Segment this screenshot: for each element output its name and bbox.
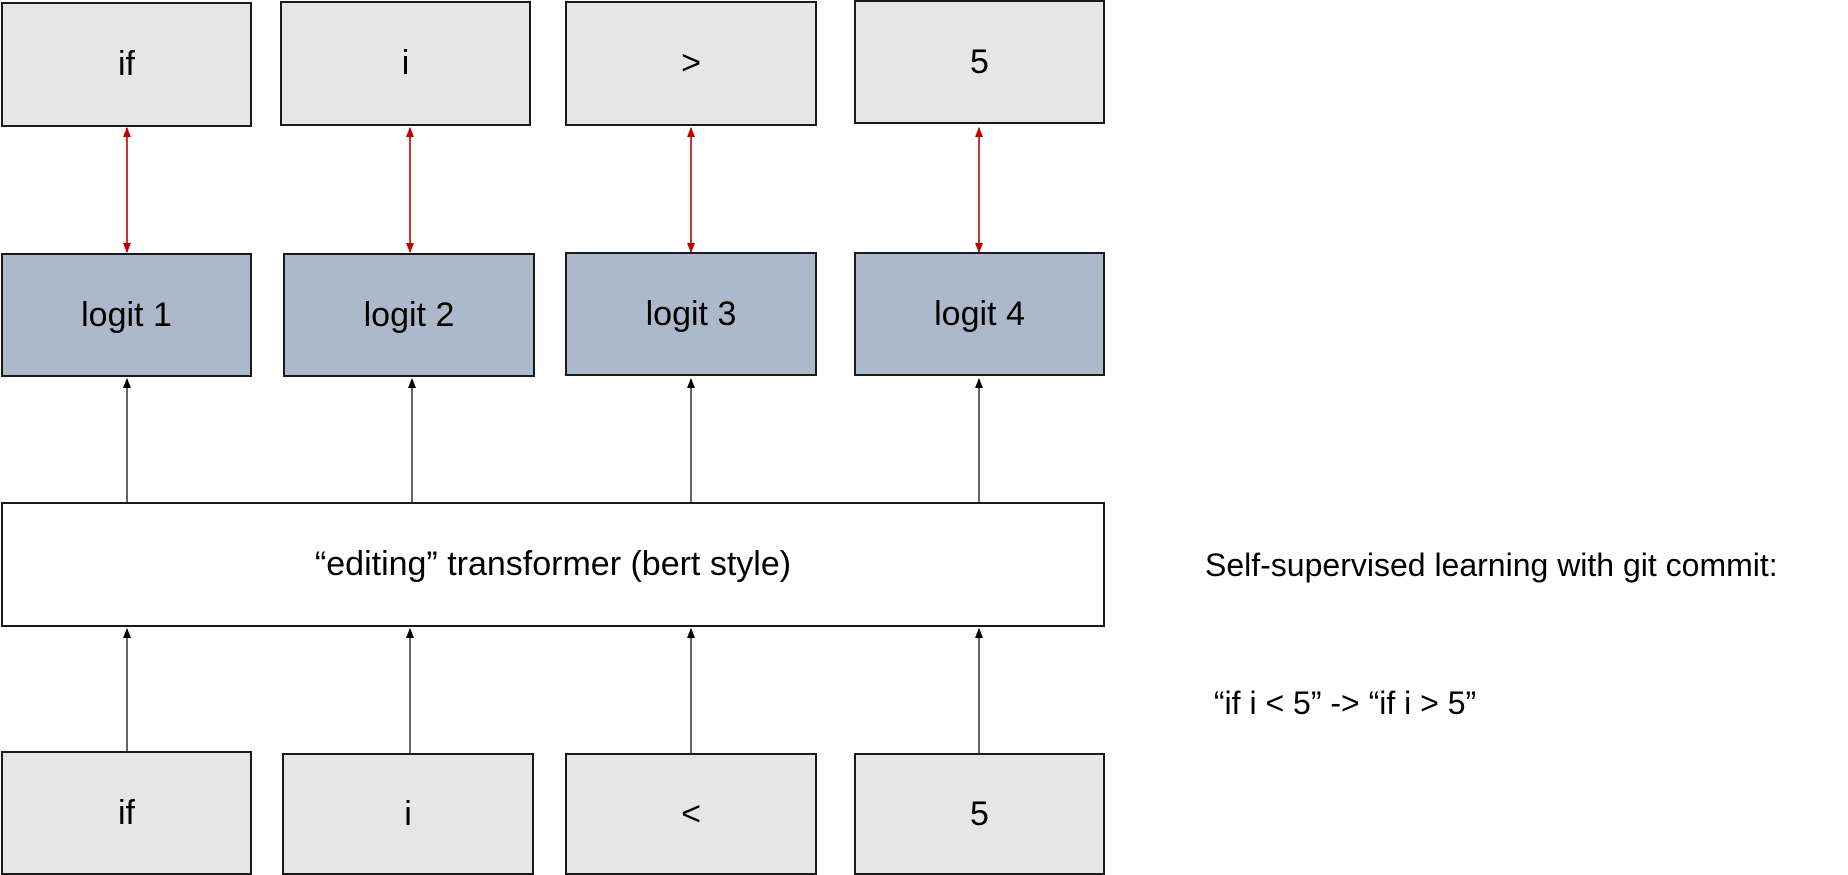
editing-transformer-block: “editing” transformer (bert style) — [1, 502, 1105, 627]
input-token-2: i — [282, 753, 534, 875]
diagram-caption: Self-supervised learning with git commit… — [1205, 450, 1825, 772]
logit-box-2: logit 2 — [283, 253, 535, 377]
target-token-4: 5 — [854, 0, 1105, 124]
logit-box-3: logit 3 — [565, 252, 817, 376]
input-token-4: 5 — [854, 753, 1105, 875]
target-token-1: if — [1, 2, 252, 127]
logit-box-4: logit 4 — [854, 252, 1105, 376]
caption-line-1: Self-supervised learning with git commit… — [1205, 547, 1778, 583]
input-token-3: < — [565, 753, 817, 875]
target-token-3: > — [565, 1, 817, 126]
caption-line-2: “if i < 5” -> “if i > 5” — [1205, 685, 1477, 721]
target-token-2: i — [280, 1, 531, 126]
input-token-1: if — [1, 751, 252, 875]
logit-box-1: logit 1 — [1, 253, 252, 377]
